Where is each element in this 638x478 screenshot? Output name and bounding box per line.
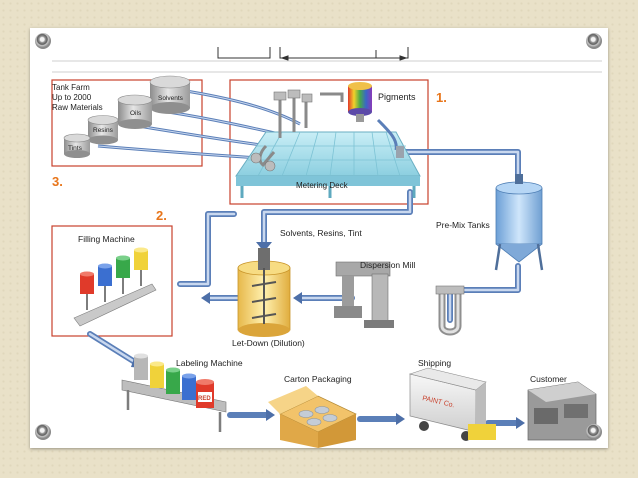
tank-farm (63, 75, 191, 158)
pigments-canister (348, 82, 372, 122)
arrowhead-customer (516, 417, 525, 429)
arrowhead-shipping (396, 413, 405, 425)
solvents-resins-tint-label: Solvents, Resins, Tint (280, 228, 362, 238)
diagram-labels: Tank Farm Up to 2000 Raw Materials Solve… (52, 83, 567, 409)
dispersion-mill (334, 261, 394, 328)
tank-farm-label-2: Up to 2000 (52, 93, 92, 102)
filling-machine (73, 247, 157, 327)
metering-deck-label: Metering Deck (296, 181, 349, 190)
tank-oils (117, 94, 153, 129)
flow-meter (435, 285, 465, 336)
step-number-2: 2. (156, 208, 167, 223)
section-boxes (51, 79, 429, 337)
shipping-label: Shipping (418, 358, 451, 368)
pigments-label: Pigments (378, 92, 416, 102)
customer-label: Customer (530, 374, 567, 384)
tank-tints (63, 133, 91, 158)
arrowhead-letdown-out (201, 292, 210, 304)
tank-farm-label-3: Raw Materials (52, 103, 103, 112)
top-ruler (217, 47, 409, 61)
red-can-label: RED (198, 396, 211, 402)
carton-box (268, 386, 357, 448)
labeling-machine (121, 353, 227, 432)
shipping-truck (408, 367, 496, 441)
tank-resins (87, 115, 119, 145)
step-number-3: 3. (52, 174, 63, 189)
dispersion-mill-label: Dispersion Mill (360, 260, 415, 270)
customer-store (527, 381, 597, 441)
tank-farm-box (51, 79, 203, 167)
pin-top-right (586, 33, 602, 49)
labeling-machine-label: Labeling Machine (176, 358, 243, 368)
paint-process-diagram: Tank Farm Up to 2000 Raw Materials Solve… (51, 47, 602, 448)
filling-machine-box (51, 225, 173, 337)
pre-mix-tank (494, 174, 544, 271)
arrowhead-carton (266, 409, 275, 421)
pin-bottom-left (35, 424, 51, 440)
pre-mix-tanks-label: Pre-Mix Tanks (436, 220, 490, 230)
pin-top-left (35, 33, 51, 49)
arrowhead-mill-letdown (293, 292, 302, 304)
pin-bottom-right (586, 424, 602, 440)
carton-packaging-label: Carton Packaging (284, 374, 352, 384)
metering-deck-box (229, 79, 429, 205)
tank-solvents (149, 75, 191, 114)
oils-label: Oils (130, 110, 142, 117)
slide-panel: Tank Farm Up to 2000 Raw Materials Solve… (30, 28, 608, 448)
resins-label: Resins (93, 127, 114, 134)
tank-farm-label-1: Tank Farm (52, 83, 90, 92)
step-number-1: 1. (436, 90, 447, 105)
filling-machine-label: Filling Machine (78, 234, 135, 244)
arrowhead-letdown (256, 242, 272, 252)
tints-label: Tints (68, 145, 83, 152)
solvents-label: Solvents (158, 95, 184, 102)
let-down-tank (237, 248, 291, 337)
let-down-label: Let-Down (Dilution) (232, 338, 305, 348)
metering-deck (235, 89, 421, 198)
